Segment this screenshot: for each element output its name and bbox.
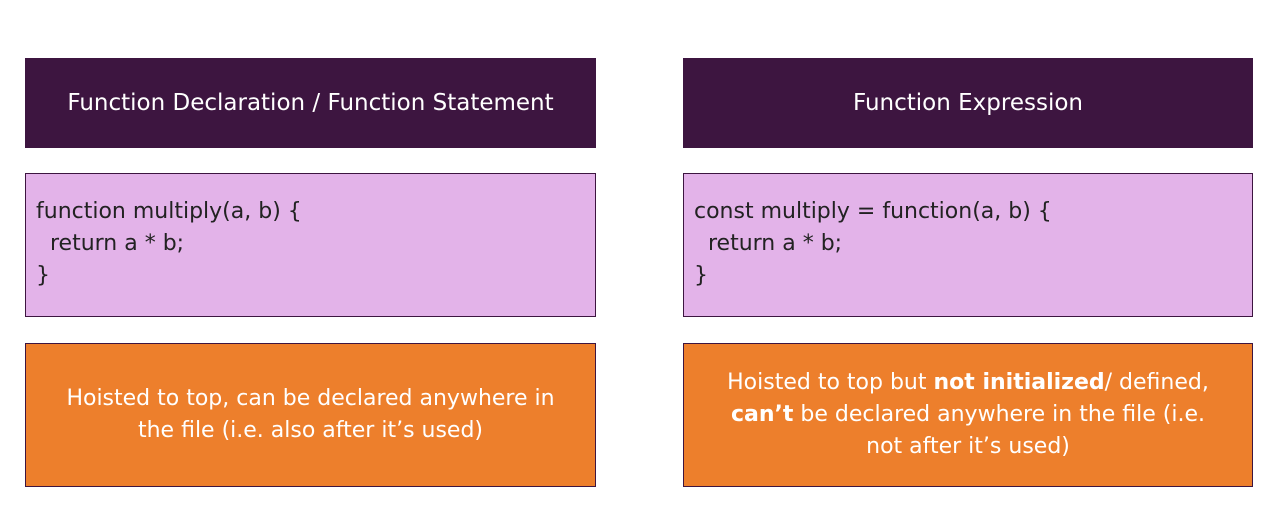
- function-declaration-note: Hoisted to top, can be declared anywhere…: [25, 343, 596, 487]
- function-declaration-header: Function Declaration / Function Statemen…: [25, 58, 596, 148]
- note-line: the file (i.e. also after it’s used): [137, 418, 484, 443]
- note-text: / defined,: [1104, 370, 1209, 395]
- note-emphasis: can’t: [730, 402, 794, 427]
- function-expression-note: Hoisted to top but not initialized/ defi…: [683, 343, 1253, 487]
- code-line: return a * b;: [694, 231, 843, 256]
- code-line: const multiply = function(a, b) {: [694, 199, 1052, 224]
- code-line: }: [694, 263, 708, 288]
- function-expression-header: Function Expression: [683, 58, 1253, 148]
- note-text: Hoisted to top but: [727, 370, 934, 395]
- code-line: return a * b;: [36, 231, 185, 256]
- function-expression-code-block: const multiply = function(a, b) { return…: [683, 173, 1253, 317]
- note-line: Hoisted to top, can be declared anywhere…: [66, 386, 555, 411]
- function-declaration-code-block: function multiply(a, b) { return a * b; …: [25, 173, 596, 317]
- note-emphasis: not initialized: [933, 370, 1105, 395]
- note-text: not after it’s used): [866, 434, 1070, 459]
- note-text: be declared anywhere in the file (i.e.: [793, 402, 1206, 427]
- code-line: }: [36, 263, 50, 288]
- code-line: function multiply(a, b) {: [36, 199, 302, 224]
